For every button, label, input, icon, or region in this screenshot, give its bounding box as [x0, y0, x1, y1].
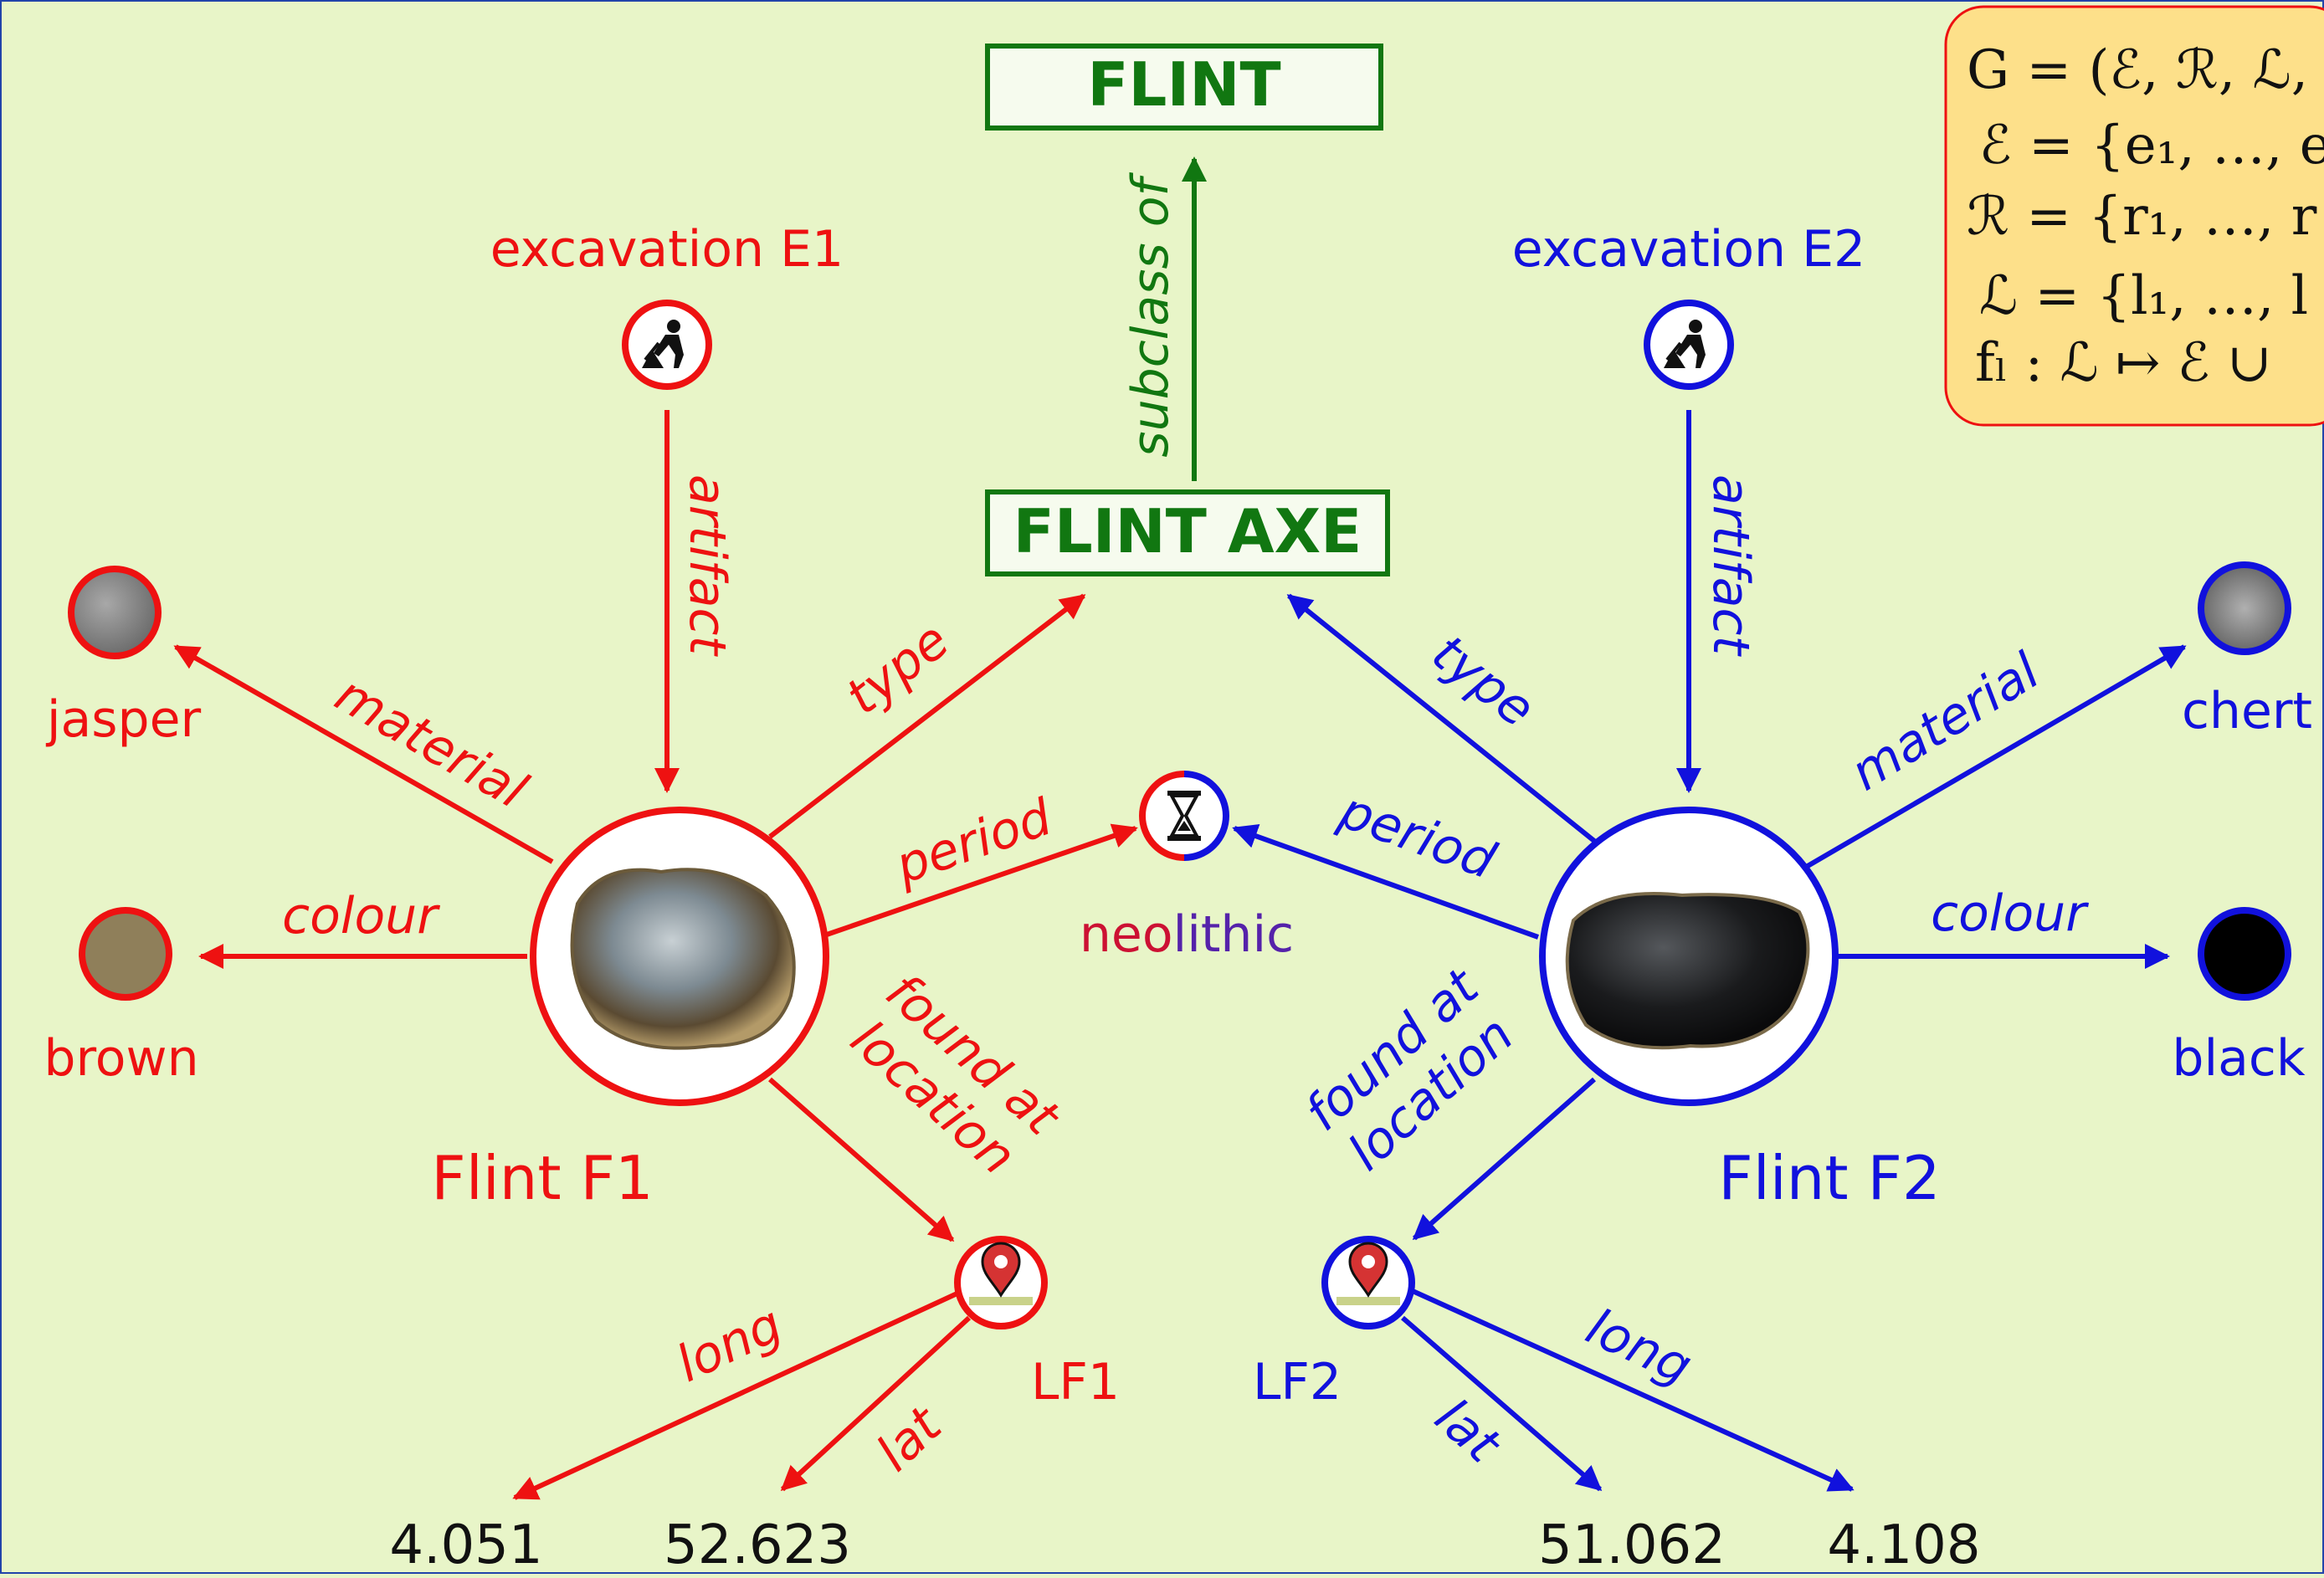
neolithic-label: neolithic	[1080, 905, 1294, 964]
formula-line-3: ℛ = {r₁, …, r	[1967, 186, 2317, 248]
f1-artifact-label: artifact	[678, 474, 736, 658]
excavation-e2-node[interactable]	[1647, 303, 1731, 387]
f1-location-label-group: found at location	[835, 962, 1071, 1191]
f2-location-label-group: found at location	[1294, 957, 1530, 1186]
subclass-edge-label: subclass of	[1121, 172, 1180, 458]
lf2-long-value: 4.108	[1827, 1514, 1980, 1574]
formula-line-5: fₗ : ℒ ↦ ℰ ∪	[1975, 332, 2272, 394]
lf2-lat-edge	[1403, 1318, 1600, 1489]
lf2-node[interactable]	[1325, 1239, 1412, 1326]
lf1-lat-value: 52.623	[664, 1514, 851, 1574]
brown-label: brown	[44, 1029, 198, 1088]
f2-material-label: material	[1841, 642, 2050, 802]
f2-type-edge	[1289, 596, 1594, 841]
neolithic-node[interactable]	[1142, 774, 1226, 858]
lf2-lat-value: 51.062	[1538, 1514, 1726, 1574]
f1-colour-label: colour	[282, 887, 440, 945]
f1-period-label: period	[888, 788, 1059, 896]
lf1-lat-edge	[782, 1318, 969, 1489]
flint-f2-label: Flint F2	[1718, 1143, 1940, 1213]
formula-line-4: ℒ = {l₁, …, l	[1979, 265, 2308, 327]
jasper-node[interactable]	[71, 569, 158, 656]
flint-axe-class-node[interactable]: FLINT AXE	[988, 492, 1388, 574]
black-label: black	[2172, 1029, 2306, 1088]
f2-type-label: type	[1421, 623, 1546, 739]
lf1-lat-label: lat	[865, 1395, 954, 1483]
chert-label: chert	[2182, 682, 2312, 740]
flint-f1-node[interactable]	[533, 810, 826, 1103]
lf1-long-value: 4.051	[389, 1514, 542, 1574]
flint-class-label: FLINT	[1087, 49, 1280, 120]
excavation-e1-label: excavation E1	[490, 220, 844, 279]
f1-material-label: material	[326, 665, 536, 821]
flint-class-node[interactable]: FLINT	[988, 46, 1381, 128]
brown-node[interactable]	[82, 910, 169, 997]
lf2-label: LF2	[1253, 1353, 1342, 1411]
flint-f1-label: Flint F1	[431, 1143, 653, 1213]
lf1-label: LF1	[1031, 1353, 1120, 1411]
neolithic-label-part2: lithic	[1173, 905, 1295, 964]
formula-box: G = (ℰ, ℛ, ℒ, f ℰ = {e₁, …, e ℛ = {r₁, ……	[1946, 7, 2324, 425]
neolithic-label-part1: neo	[1080, 905, 1173, 964]
excavation-e2-label: excavation E2	[1512, 220, 1865, 279]
f1-type-label: type	[835, 611, 960, 726]
black-node[interactable]	[2201, 910, 2288, 997]
flint-f2-node[interactable]	[1542, 810, 1835, 1103]
lf1-node[interactable]	[957, 1239, 1044, 1326]
excavation-e1-node[interactable]	[625, 303, 709, 387]
formula-line-1: G = (ℰ, ℛ, ℒ, f	[1967, 39, 2324, 101]
jasper-label: jasper	[45, 690, 202, 749]
formula-line-2: ℰ = {e₁, …, e	[1979, 115, 2324, 177]
flint-f1-image	[572, 869, 794, 1048]
lf2-long-label: long	[1578, 1298, 1701, 1396]
flint-axe-class-label: FLINT AXE	[1013, 496, 1362, 566]
chert-node[interactable]	[2201, 565, 2288, 652]
f2-colour-label: colour	[1931, 884, 2089, 943]
flint-f2-image	[1567, 894, 1808, 1048]
f2-artifact-label: artifact	[1701, 474, 1760, 658]
